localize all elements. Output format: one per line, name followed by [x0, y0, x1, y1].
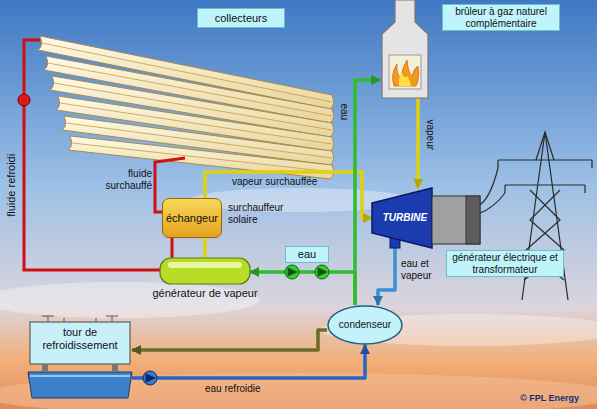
node-text: eau — [298, 248, 316, 261]
solar-collectors — [38, 36, 334, 179]
pipe-label: vapeur — [424, 119, 436, 150]
pipe-label: eau — [338, 103, 350, 120]
steam-generator: générateur de vapeur — [160, 258, 250, 284]
pipe-connector — [132, 330, 327, 350]
node-text: tour de refroidissement — [34, 326, 126, 351]
gen-shape — [432, 196, 480, 244]
fluid-pump — [18, 94, 30, 106]
pipe-connector — [378, 248, 395, 305]
cooling-tower: tour de refroidissement — [28, 316, 132, 398]
turbine: TURBINE — [372, 188, 432, 248]
annotation: fluide refroidi — [5, 153, 18, 216]
node-text: TURBINE — [377, 212, 427, 224]
cooling-pump — [143, 371, 157, 385]
annotation: surchauffeur solaire — [228, 202, 300, 225]
hot-fluid-pipes — [24, 40, 185, 270]
node-text: condenseur — [339, 319, 391, 331]
node-text: brûleur à gaz naturel complémentaire — [442, 4, 560, 31]
node-text: échangeur — [166, 212, 218, 225]
condenser: condenseur — [327, 305, 403, 345]
pipe-label: vapeur surchauffée — [232, 176, 317, 188]
water-pump — [285, 265, 329, 279]
pipe-connector — [203, 238, 207, 258]
absorber-tube — [72, 143, 332, 172]
chimney-shape — [380, 0, 430, 98]
cyl-shape — [160, 258, 250, 284]
copyright-note: © FPL Energy — [520, 393, 579, 403]
heat-exchanger: échangeur — [162, 198, 222, 238]
annotation: fluide surchauffé — [94, 168, 152, 191]
hot-fluid-return — [171, 238, 174, 258]
pipe-connector — [250, 272, 355, 305]
node-text: collecteurs — [215, 12, 268, 25]
pipe-connector — [416, 98, 420, 188]
node-text: générateur électrique et transformateur — [446, 250, 564, 277]
label-box: collecteurs — [197, 8, 285, 28]
electric-generator: générateur électrique et transformateur — [432, 196, 480, 244]
label-box: eau — [285, 246, 329, 263]
cold-fluid-pipe — [24, 40, 160, 270]
pipe-label: eau refroidie — [205, 383, 261, 395]
pipe-connector — [355, 80, 380, 305]
pipe-label: eau et vapeur — [401, 258, 437, 281]
node-text: générateur de vapeur — [140, 287, 270, 300]
gas-burner: brûleur à gaz naturel complémentaire — [380, 0, 430, 98]
